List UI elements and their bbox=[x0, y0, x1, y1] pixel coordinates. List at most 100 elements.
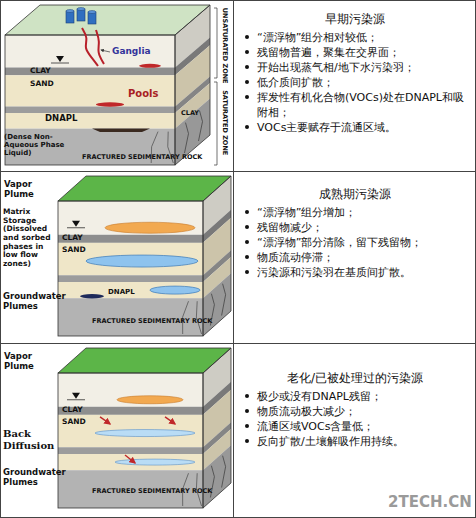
water-table-line bbox=[67, 227, 85, 228]
soil-layer bbox=[58, 373, 203, 407]
annotation-label: CLAY bbox=[181, 110, 199, 117]
soil-layer bbox=[58, 282, 203, 298]
bullet-dot bbox=[245, 50, 249, 54]
annotation-label: SAND bbox=[62, 418, 86, 427]
dnapl-pool bbox=[92, 129, 150, 132]
bullet-item: 物质流动停滞； bbox=[235, 250, 475, 265]
bullet-dot bbox=[245, 394, 249, 398]
drum-icon bbox=[77, 8, 85, 11]
bullet-dot bbox=[245, 240, 249, 244]
water-table-line bbox=[67, 399, 85, 400]
rock-fracture bbox=[185, 123, 189, 153]
rock-fracture bbox=[222, 284, 226, 316]
annotation-label: Groundwater Plumes bbox=[3, 292, 57, 312]
annotation-label: Ganglia bbox=[112, 46, 151, 56]
bullet-text: 反向扩散/土壤解吸作用持续。 bbox=[257, 435, 404, 448]
bullet-dot bbox=[245, 95, 249, 99]
drum-icon bbox=[66, 10, 74, 13]
bullet-dot bbox=[245, 35, 249, 39]
annotation-label: DNAPL bbox=[108, 288, 135, 296]
annotation-label: UNSATURATED ZONE bbox=[220, 8, 227, 78]
bullet-item: 低介质间扩散； bbox=[235, 75, 475, 90]
groundwater-plume bbox=[115, 459, 195, 465]
block-outline bbox=[175, 5, 210, 165]
text-cell: 成熟期污染源“漂浮物”组分增加；残留物减少；“漂浮物”部分清除，留下残留物；物质… bbox=[235, 172, 475, 342]
bullet-text: 挥发性有机化合物(VOCs)处在DNAPL和吸附相； bbox=[257, 91, 464, 119]
soil-block bbox=[58, 348, 231, 508]
soil-block bbox=[58, 176, 231, 336]
stage-title: 成熟期污染源 bbox=[235, 186, 475, 202]
soil-block bbox=[5, 5, 217, 165]
bullet-text: 流通区域VOCs含量低； bbox=[257, 420, 374, 433]
bullet-item: 反向扩散/土壤解吸作用持续。 bbox=[235, 434, 475, 449]
bullet-text: 低介质间扩散； bbox=[257, 76, 334, 89]
bullet-text: 物质流动极大减少； bbox=[257, 405, 356, 418]
bullet-dot bbox=[245, 210, 249, 214]
dnapl-pool bbox=[139, 64, 161, 68]
soil-layer bbox=[58, 447, 203, 454]
drum-icon bbox=[88, 11, 96, 14]
bullet-dot bbox=[245, 270, 249, 274]
bullet-item: 残留物减少； bbox=[235, 220, 475, 235]
groundwater-plume bbox=[86, 255, 198, 267]
bullet-item: 开始出现蒸气相/地下水污染羽； bbox=[235, 60, 475, 75]
text-cell: 早期污染源“漂浮物”组分相对较低；残留物普遍，聚集在交界面；开始出现蒸气相/地下… bbox=[235, 1, 475, 170]
ground-surface bbox=[5, 5, 210, 35]
bullet-dot bbox=[245, 80, 249, 84]
bullet-text: 物质流动停滞； bbox=[257, 251, 334, 264]
zone-bracket bbox=[214, 8, 217, 78]
vapor-plume bbox=[117, 396, 183, 404]
annotation-label: CLAY bbox=[62, 234, 83, 243]
soil-layer-side bbox=[203, 445, 231, 508]
back-diffusion-arrow bbox=[165, 417, 175, 424]
bullet-item: 物质流动极大减少； bbox=[235, 404, 475, 419]
soil-layer bbox=[58, 415, 203, 447]
bullet-text: “漂浮物”组分相对较低； bbox=[257, 31, 378, 44]
bullet-dot bbox=[245, 255, 249, 259]
watermark: 2TECH.CN bbox=[388, 494, 472, 511]
table-rule bbox=[0, 171, 476, 172]
soil-layer bbox=[58, 235, 203, 243]
annotation-label: FRACTURED SEDIMENTARY ROCK bbox=[92, 488, 212, 495]
dnapl-pool bbox=[96, 102, 124, 106]
block-outline bbox=[203, 348, 231, 508]
bullet-item: 残留物普遍，聚集在交界面； bbox=[235, 45, 475, 60]
annotation-label: Back Diffusion bbox=[3, 428, 57, 451]
drum-icon bbox=[77, 9, 85, 21]
soil-layer bbox=[5, 113, 175, 129]
water-table-symbol bbox=[56, 56, 64, 62]
water-table-symbol bbox=[72, 393, 80, 399]
annotation-label: SAND bbox=[30, 80, 54, 89]
annotation-label: DNAPL bbox=[45, 114, 77, 124]
bullet-dot bbox=[245, 125, 249, 129]
ganglia-trail bbox=[82, 28, 98, 66]
bullet-item: 极少或没有DNAPL残留； bbox=[235, 389, 475, 404]
table-rule bbox=[0, 343, 476, 344]
block-outline bbox=[203, 176, 231, 336]
bullet-text: 极少或没有DNAPL残留； bbox=[257, 390, 382, 403]
text-cell: 老化/已被处理过的污染源极少或没有DNAPL残留； 物质流动极大减少； 流通区域VO… bbox=[235, 344, 475, 517]
bullet-item: 流通区域VOCs含量低； bbox=[235, 419, 475, 434]
ground-surface bbox=[58, 176, 231, 201]
soil-layer bbox=[5, 107, 175, 114]
water-table-symbol bbox=[72, 221, 80, 227]
soil-layer-side bbox=[203, 273, 231, 336]
bullet-text: 残留物普遍，聚集在交界面； bbox=[257, 46, 400, 59]
annotation-label: SAND bbox=[62, 246, 86, 255]
stage-title: 老化/已被处理过的污染源 bbox=[235, 370, 475, 386]
groundwater-plume bbox=[150, 286, 200, 294]
ganglia-trail bbox=[96, 30, 104, 64]
bullet-item: 污染源和污染羽在基质间扩散。 bbox=[235, 265, 475, 280]
rock-fracture bbox=[199, 111, 203, 141]
zone-bracket bbox=[214, 82, 217, 165]
bullet-dot bbox=[245, 409, 249, 413]
bullet-item: “漂浮物”组分增加； bbox=[235, 205, 475, 220]
soil-layer bbox=[58, 243, 203, 275]
soil-layer bbox=[58, 454, 203, 470]
annotation-label: Vapor Plume bbox=[4, 352, 54, 372]
bullet-text: 开始出现蒸气相/地下水污染羽； bbox=[257, 61, 415, 74]
dnapl-pool bbox=[80, 294, 104, 298]
